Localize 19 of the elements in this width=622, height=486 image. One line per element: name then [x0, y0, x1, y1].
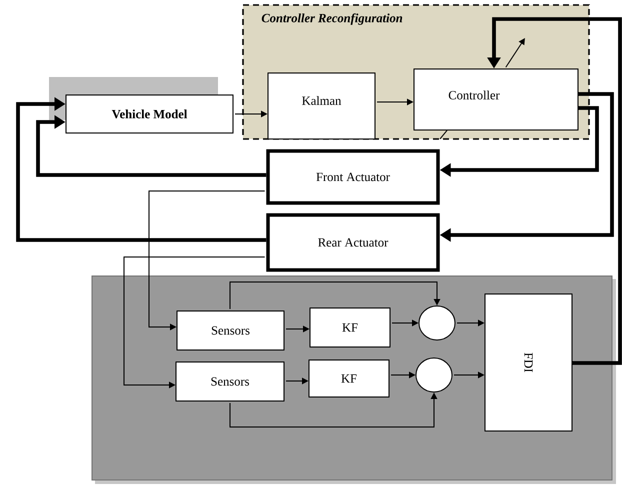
arrow [505, 38, 525, 68]
arrow [230, 282, 440, 310]
arrow [124, 256, 266, 388]
arrow [16, 97, 266, 242]
arrow [148, 190, 266, 330]
arrow [36, 115, 266, 177]
actuator-box: Front Actuator [266, 149, 440, 205]
actuator-box: Rear Actuator [266, 213, 440, 272]
process-box: Controller [414, 68, 578, 130]
process-box: Sensors [176, 361, 284, 402]
region-title: Controller Reconfiguration [262, 13, 402, 25]
process-box: KF [310, 307, 390, 348]
process-box: KF [308, 359, 390, 398]
process-box: Vehicle Model [66, 94, 234, 134]
process-box: FDI [484, 293, 572, 432]
process-box: Sensors [176, 310, 284, 350]
summing-circle [416, 357, 452, 392]
process-box: Kalman [268, 72, 376, 140]
summing-circle [418, 306, 456, 340]
